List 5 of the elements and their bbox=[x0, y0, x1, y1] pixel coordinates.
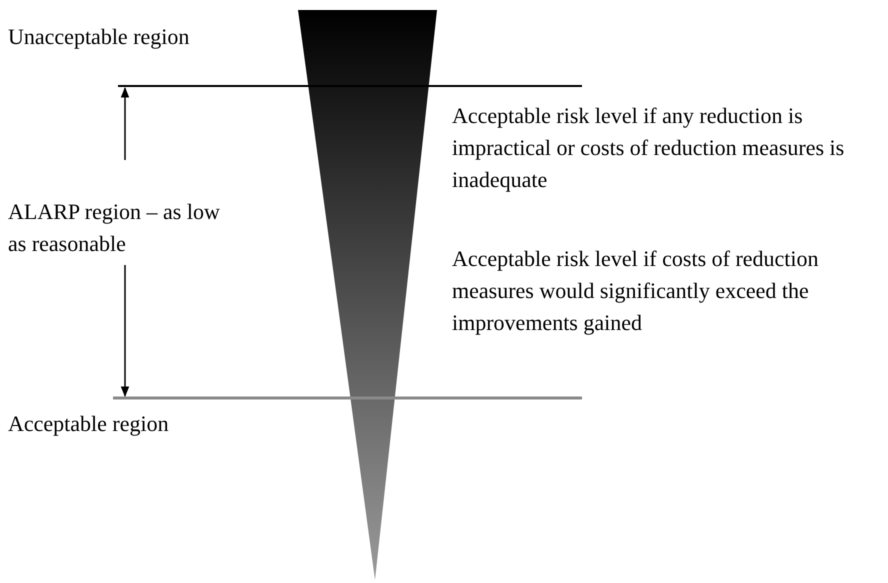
region-label: Unacceptable region bbox=[8, 23, 190, 51]
region-label: Acceptable region bbox=[8, 410, 170, 438]
region-label: Acceptable risk level if any reduction is impractical or costs of reduction measures is inadequate bbox=[452, 102, 846, 194]
region-label: Acceptable risk level if costs of reduction measures would significantly exceed the improvements gained bbox=[452, 245, 820, 337]
region-label: ALARP region – as low as reasonable bbox=[8, 198, 221, 258]
